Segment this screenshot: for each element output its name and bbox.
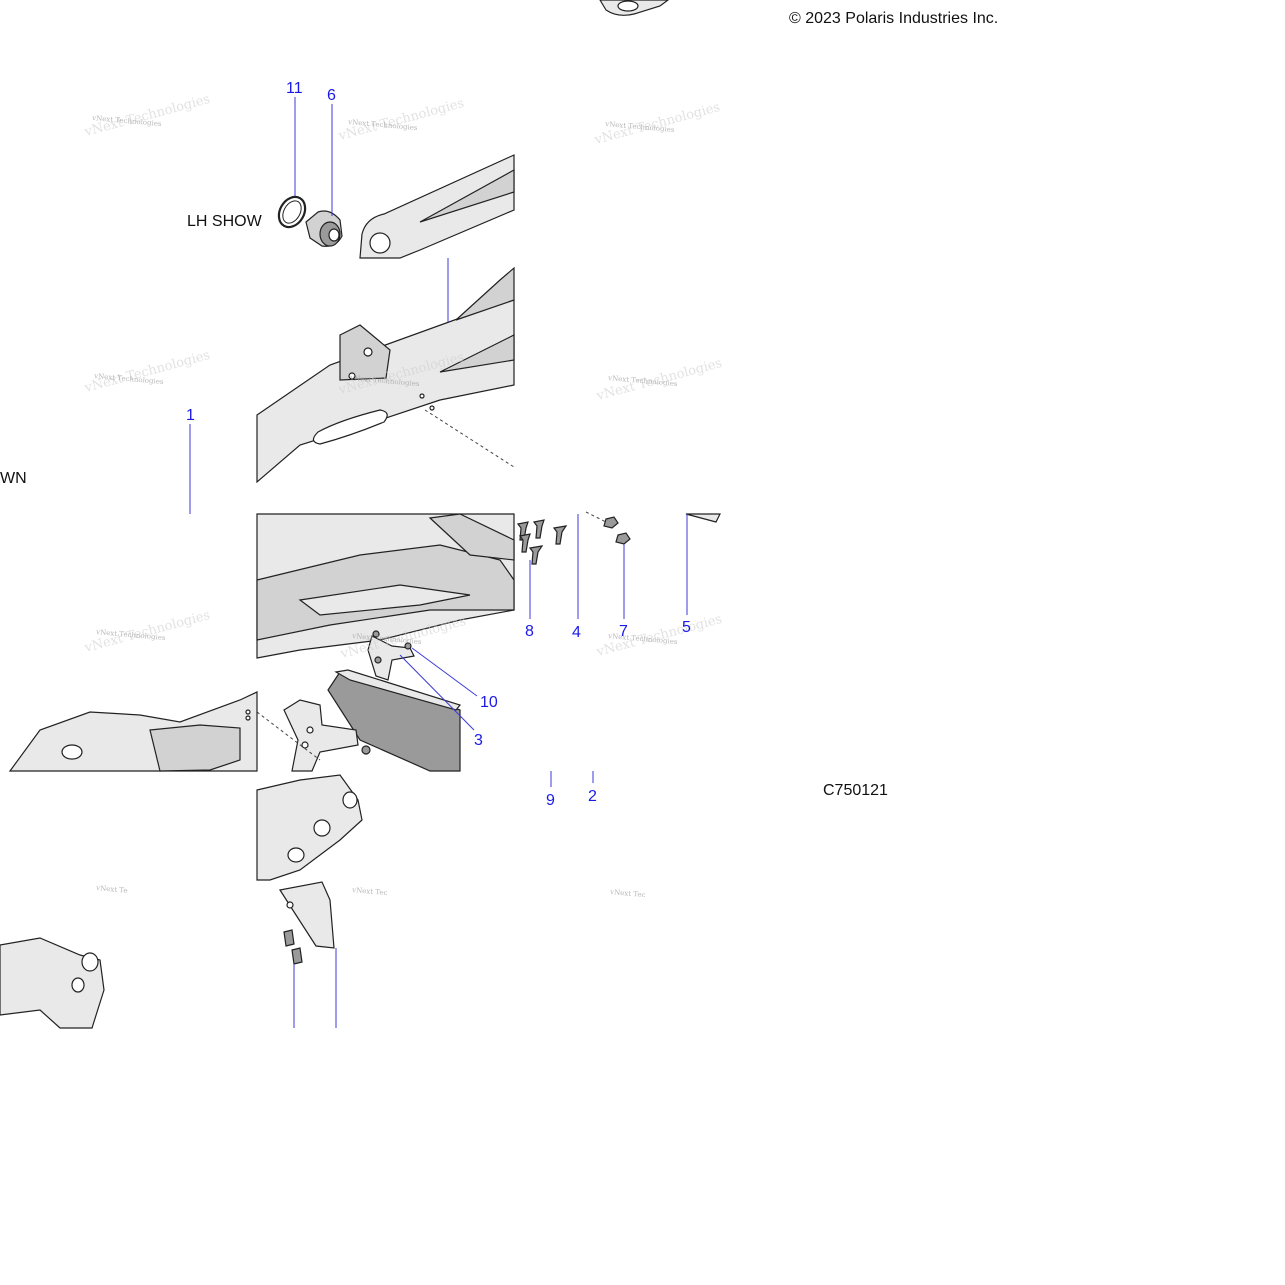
knuckle-tile bbox=[256, 774, 363, 881]
leader-lines bbox=[189, 97, 688, 1028]
svg-text:vNext Tec: vNext Tec bbox=[351, 886, 388, 897]
fender-edge-part bbox=[685, 513, 721, 523]
control-arm-lower-tile bbox=[256, 513, 515, 659]
top-bracket-fragment bbox=[599, 0, 669, 16]
callout-6[interactable]: 6 bbox=[327, 87, 336, 104]
control-arm-middle-tile bbox=[256, 266, 515, 484]
view-label-wn: WN bbox=[0, 470, 27, 487]
callout-2[interactable]: 2 bbox=[588, 788, 597, 805]
control-arm-upper-tile bbox=[359, 154, 515, 259]
mud-flap-part bbox=[327, 669, 462, 772]
figure-code: C750121 bbox=[823, 782, 888, 799]
bolt-pair-part bbox=[283, 929, 303, 965]
callout-10[interactable]: 10 bbox=[480, 694, 498, 711]
arm-end-lower-left-tile bbox=[8, 691, 258, 772]
plate-bracket-part bbox=[279, 881, 335, 949]
flap-bracket-part bbox=[283, 699, 359, 772]
copyright-text: © 2023 Polaris Industries Inc. bbox=[789, 10, 998, 27]
callout-4[interactable]: 4 bbox=[572, 624, 581, 641]
view-label-lh-shown: LH SHOW bbox=[187, 213, 263, 230]
callout-3[interactable]: 3 bbox=[474, 732, 483, 749]
callout-7[interactable]: 7 bbox=[619, 623, 628, 640]
callout-8[interactable]: 8 bbox=[525, 623, 534, 640]
callout-11[interactable]: 11 bbox=[286, 80, 303, 97]
small-bracket-part bbox=[361, 630, 415, 755]
callout-9[interactable]: 9 bbox=[546, 792, 555, 809]
callout-5[interactable]: 5 bbox=[682, 619, 691, 636]
bushing-part bbox=[305, 210, 343, 247]
mount-bracket-bottom-left bbox=[0, 937, 105, 1029]
svg-text:vNext Te: vNext Te bbox=[95, 884, 128, 895]
screw-set-part bbox=[516, 511, 631, 565]
svg-text:vNext Tec: vNext Tec bbox=[609, 888, 646, 899]
callout-1[interactable]: 1 bbox=[186, 407, 195, 424]
circlip-part bbox=[277, 195, 307, 229]
